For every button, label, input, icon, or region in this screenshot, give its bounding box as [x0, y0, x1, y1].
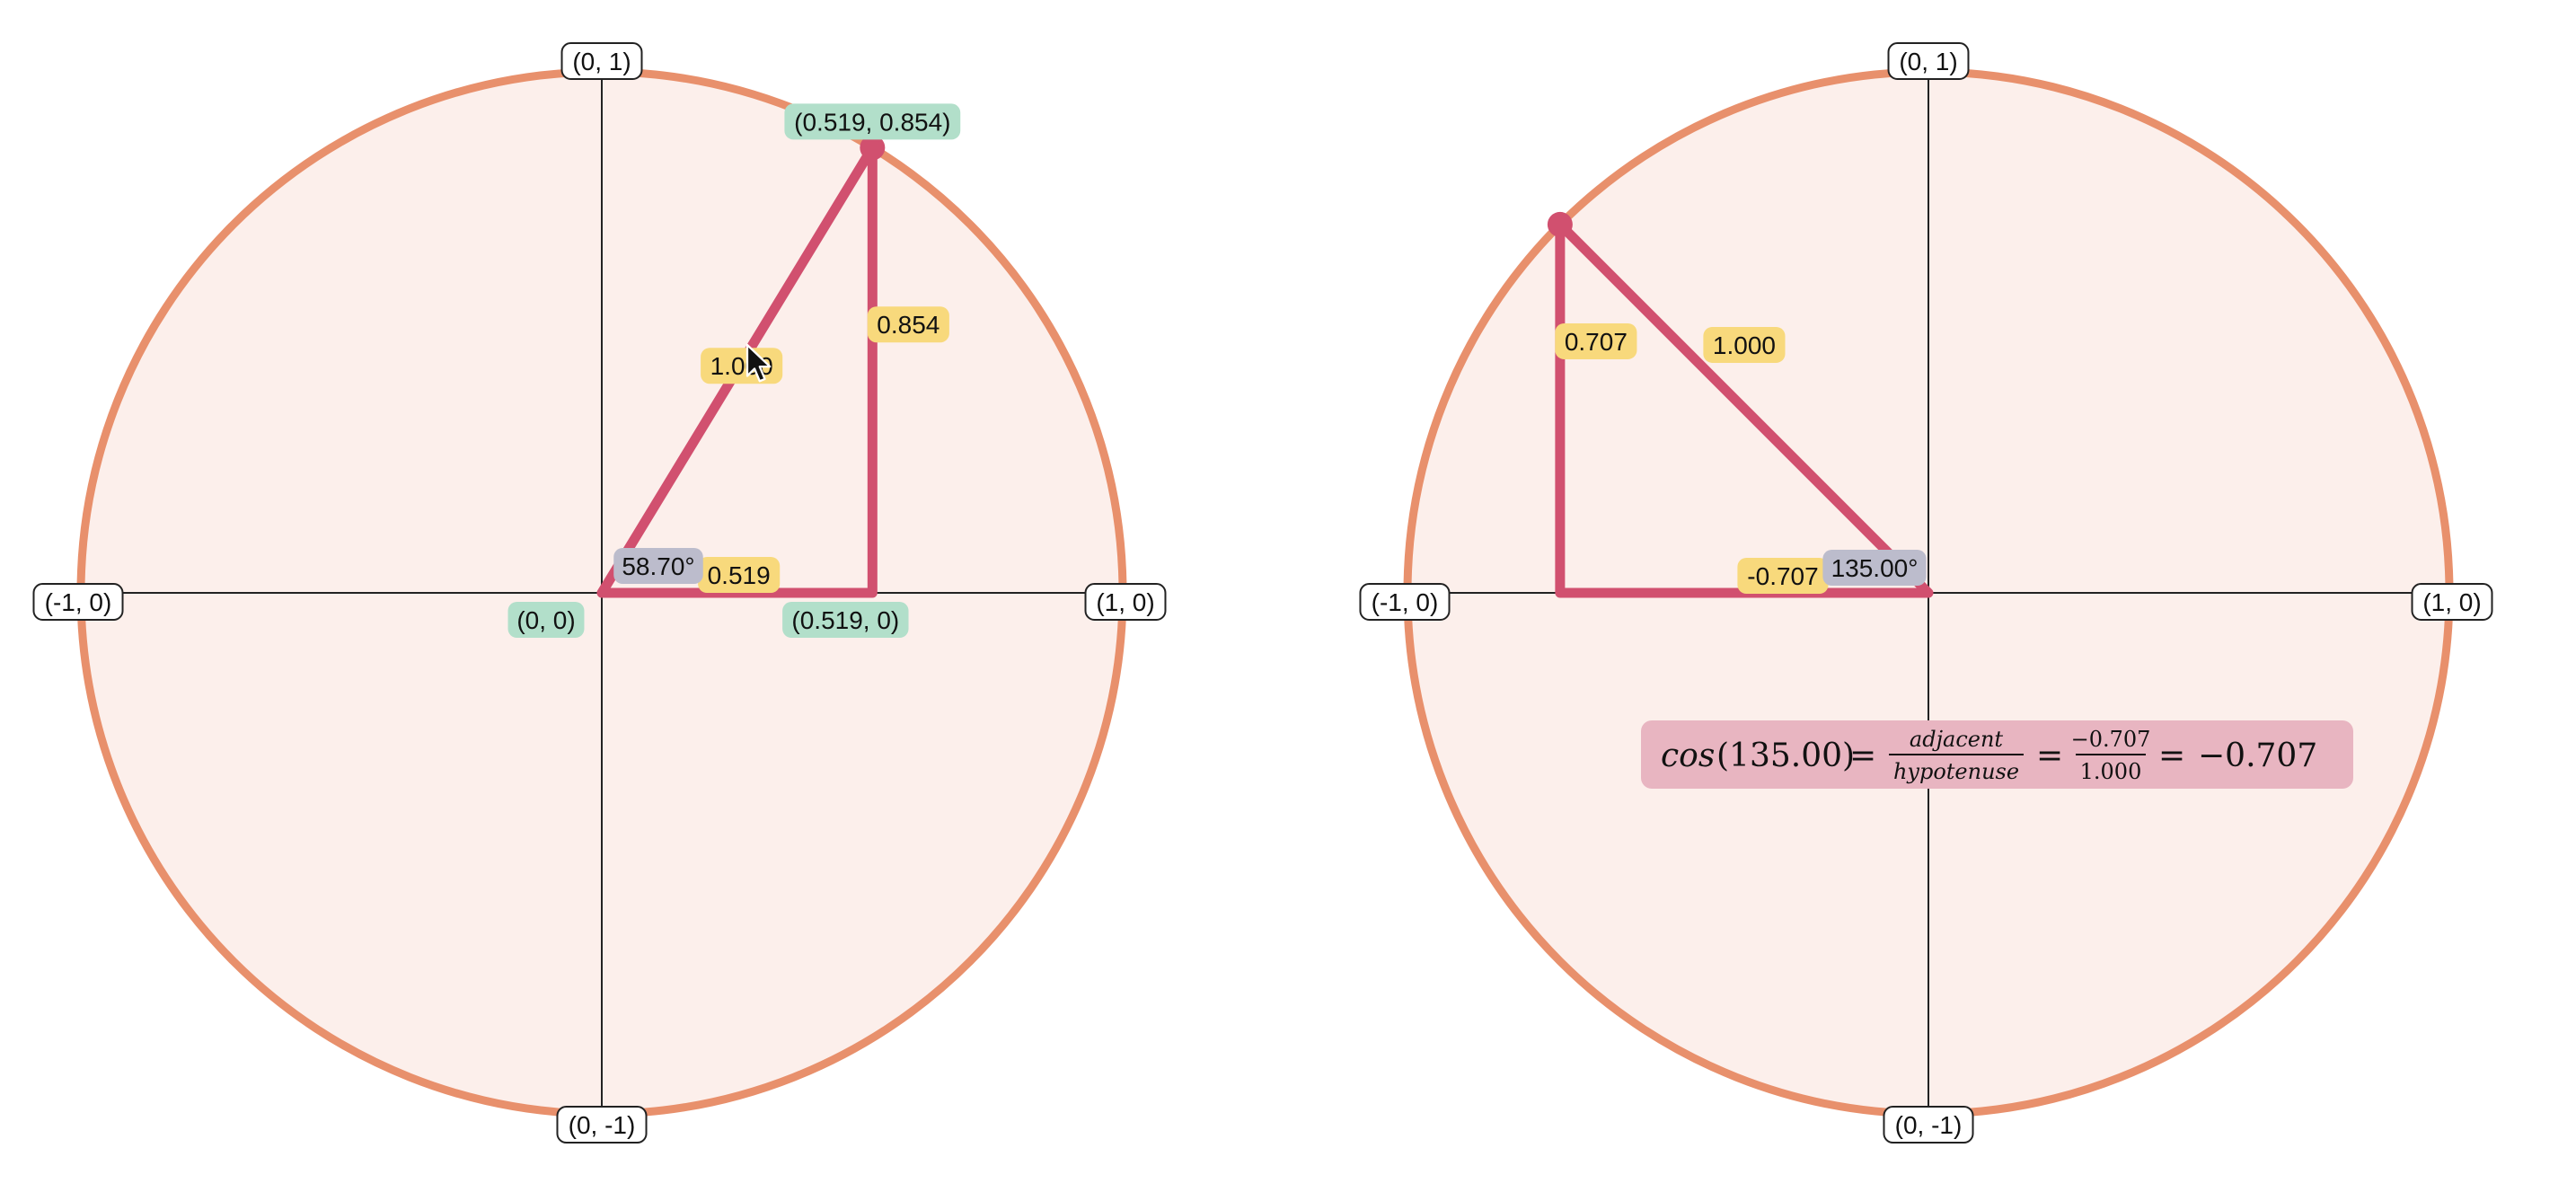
axis-label-left: (-1, 0)	[1359, 583, 1451, 621]
foot-point-label-bg	[782, 602, 909, 638]
axis-label-left-bg	[1359, 583, 1451, 621]
axis-label-bottom: (0, -1)	[556, 1106, 648, 1144]
adjacent-length-label-bg	[698, 557, 781, 593]
formula-eq-3: =	[2158, 737, 2185, 774]
formula-value-den: 1.000	[2080, 759, 2142, 784]
origin-point-label-text: (0, 0)	[516, 606, 575, 634]
formula-ratio-den: hypotenuse	[1893, 759, 2019, 784]
axis-label-right-bg	[2411, 583, 2493, 621]
axis-label-top: (0, 1)	[560, 42, 643, 80]
opposite-length-label: 0.707	[1555, 322, 1637, 359]
opposite-length-label-bg	[867, 306, 949, 343]
formula-eq-1: =	[1849, 737, 1876, 774]
angle-label: 58.70°	[613, 548, 703, 584]
adjacent-length-label-bg	[1737, 558, 1829, 594]
adjacent-length-label: -0.707	[1737, 558, 1829, 594]
angle-label-text: 135.00°	[1831, 554, 1919, 582]
axis-label-right-text: (1, 0)	[2422, 588, 2481, 616]
opposite-length-label-bg	[1555, 322, 1637, 359]
origin-point-label-bg	[507, 602, 585, 638]
origin-point-label: (0, 0)	[507, 602, 585, 638]
adjacent-length-label-text: 0.519	[708, 561, 771, 589]
hypotenuse-length-label-text: 1.000	[1713, 331, 1776, 359]
hypotenuse-length-label-bg	[1703, 326, 1786, 363]
angle-label-bg	[1822, 550, 1927, 586]
formula-arg: (135.00)	[1716, 737, 1855, 774]
foot-point-label: (0.519, 0)	[782, 602, 909, 638]
adjacent-length-label: 0.519	[698, 557, 781, 593]
formula-value-num: −0.707	[2071, 727, 2151, 752]
angle-handle-point[interactable]	[1547, 211, 1573, 237]
axis-label-bottom-text: (0, -1)	[569, 1111, 636, 1139]
angle-handle-point[interactable]	[860, 135, 886, 161]
foot-point-label-text: (0.519, 0)	[791, 606, 899, 634]
axis-label-left-text: (-1, 0)	[45, 588, 112, 616]
axis-label-right-text: (1, 0)	[1096, 588, 1154, 616]
axis-label-left-bg	[32, 583, 124, 621]
formula-func: cos	[1661, 737, 1715, 774]
axis-label-top-text: (0, 1)	[1899, 48, 1957, 75]
angle-label-bg	[613, 548, 703, 584]
formula-ratio-num: adjacent	[1910, 727, 2004, 752]
tip-point-label-bg	[784, 103, 961, 140]
axis-label-bottom-text: (0, -1)	[1895, 1111, 1963, 1139]
axis-label-right: (1, 0)	[2411, 583, 2493, 621]
tip-point-label: (0.519, 0.854)	[784, 103, 961, 140]
hypotenuse-length-label: 1.000	[1703, 326, 1786, 363]
axis-label-left-text: (-1, 0)	[1372, 588, 1439, 616]
formula-result: −0.707	[2198, 737, 2317, 774]
axis-label-bottom-bg	[556, 1106, 648, 1144]
tip-point-label-text: (0.519, 0.854)	[794, 108, 950, 136]
opposite-length-label-text: 0.854	[877, 311, 940, 339]
opposite-length-label-text: 0.707	[1565, 328, 1628, 356]
opposite-length-label: 0.854	[867, 306, 949, 343]
cosine-formula: cos(135.00)=adjacenthypotenuse=−0.7071.0…	[1641, 720, 2353, 789]
unit-circle-panel-1: (0, 1)(0, -1)(-1, 0)(1, 0)1.0000.8540.51…	[32, 42, 1167, 1144]
axis-label-top-bg	[1887, 42, 1970, 80]
pointer-arrow-icon	[745, 343, 772, 383]
axis-label-right-bg	[1084, 583, 1167, 621]
axis-label-top-text: (0, 1)	[572, 48, 631, 75]
cursor-shape	[745, 343, 772, 383]
axis-label-top: (0, 1)	[1887, 42, 1970, 80]
axis-label-left: (-1, 0)	[32, 583, 124, 621]
axis-label-bottom-bg	[1883, 1106, 1974, 1144]
adjacent-length-label-text: -0.707	[1747, 562, 1818, 590]
unit-circle-panel-2: (0, 1) (0, -1) (-1, 0) (1, 0) 1.000 0.707 -0.7…	[1359, 42, 2493, 1144]
axis-label-bottom: (0, -1)	[1883, 1106, 1974, 1144]
angle-label-text: 58.70°	[622, 552, 694, 580]
axis-label-right: (1, 0)	[1084, 583, 1167, 621]
axis-label-top-bg	[560, 42, 643, 80]
formula-eq-2: =	[2036, 737, 2063, 774]
angle-label: 135.00°	[1822, 550, 1927, 586]
